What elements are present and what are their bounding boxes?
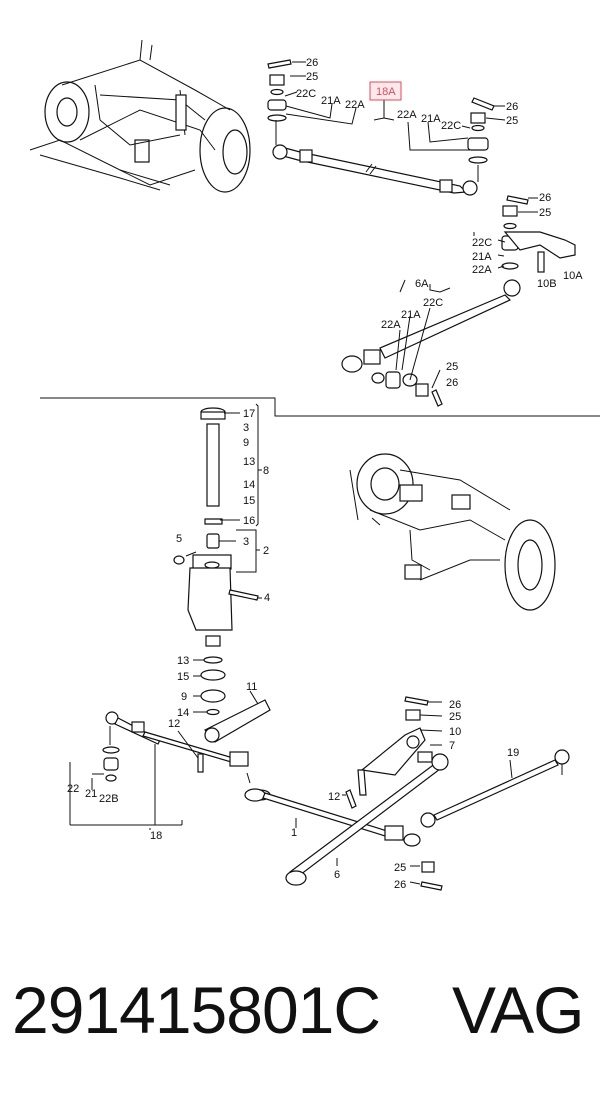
front-axle-sketch xyxy=(29,39,251,193)
label-stack-15: 15 xyxy=(177,671,189,683)
label-link-22b: 22B xyxy=(99,793,119,805)
label-a-left-1: 26 xyxy=(306,57,318,69)
label-link-22: 22 xyxy=(67,783,79,795)
label-link-11: 11 xyxy=(246,681,257,693)
label-a-right-3: 22C xyxy=(441,120,461,132)
label-a-left-2: 25 xyxy=(306,71,318,83)
label-a-left-3: 22C xyxy=(296,88,316,100)
label-col-13: 13 xyxy=(243,456,255,468)
label-b-2: 25 xyxy=(539,207,551,219)
tie-rod-18a-assembly: 26 25 22C 21A 22A 26 25 22C 21A 22A 18A xyxy=(267,57,518,196)
label-col-14: 14 xyxy=(243,479,255,491)
label-a-right-4: 21A xyxy=(421,113,441,125)
label-b-3: 22C xyxy=(472,237,492,249)
part-caption: 291415801C VAG xyxy=(12,972,592,1052)
label-col-4: 4 xyxy=(264,592,270,604)
label-link-1: 1 xyxy=(291,827,297,839)
highlight-box xyxy=(369,81,402,101)
label-b-21a: 21A xyxy=(401,309,421,321)
highlight-label: 18A xyxy=(376,86,396,98)
label-link-12b: 12 xyxy=(328,791,340,803)
label-b-10a: 10A xyxy=(563,270,583,282)
label-b-22c: 22C xyxy=(423,297,443,309)
label-link-10: 10 xyxy=(449,726,461,738)
label-stack-13: 13 xyxy=(177,655,189,667)
label-stack-14: 14 xyxy=(177,707,189,719)
label-stack-9: 9 xyxy=(181,691,187,703)
label-link-26a: 26 xyxy=(449,699,461,711)
label-link-26b: 26 xyxy=(394,879,406,891)
label-link-21: 21 xyxy=(85,788,97,800)
label-link-18: 18 xyxy=(150,830,162,842)
label-a-right-1: 26 xyxy=(506,101,518,113)
part-number: 291415801C xyxy=(12,973,381,1047)
label-col-15: 15 xyxy=(243,495,255,507)
label-col-8: 8 xyxy=(263,465,269,477)
label-col-2: 2 xyxy=(263,545,269,557)
label-link-7: 7 xyxy=(449,740,455,752)
idler-arm-assembly: 26 25 22C 21A 22A 10B 10A 6A 22C 21A 22A… xyxy=(341,192,583,407)
label-a-right-2: 25 xyxy=(506,115,518,127)
label-b-25: 25 xyxy=(446,361,458,373)
label-col-3b: 3 xyxy=(243,536,249,548)
section-divider xyxy=(40,397,600,417)
label-b-5: 22A xyxy=(472,264,492,276)
label-link-6: 6 xyxy=(334,869,340,881)
steering-linkage: 22 21 22B 18 11 12 26 25 10 7 1 12 xyxy=(67,681,570,891)
label-a-right-5: 22A xyxy=(397,109,417,121)
steering-column-parts: 17 3 9 13 14 15 16 8 5 3 2 4 xyxy=(173,403,270,631)
label-b-22a: 22A xyxy=(381,319,401,331)
label-b-6a: 6A xyxy=(415,278,429,290)
label-b-1: 26 xyxy=(539,192,551,204)
label-b-4: 21A xyxy=(472,251,492,263)
label-b-10b: 10B xyxy=(537,278,557,290)
brand-name: VAG xyxy=(452,973,584,1047)
label-link-25b: 25 xyxy=(394,862,406,874)
label-link-19: 19 xyxy=(507,747,519,759)
label-col-16: 16 xyxy=(243,515,255,527)
label-link-25a: 25 xyxy=(449,711,461,723)
rear-view-sketch xyxy=(349,453,556,611)
label-col-3: 3 xyxy=(243,422,249,434)
label-a-left-5: 22A xyxy=(345,99,365,111)
label-link-12a: 12 xyxy=(168,718,180,730)
label-b-26: 26 xyxy=(446,377,458,389)
label-col-9: 9 xyxy=(243,437,249,449)
label-col-17: 17 xyxy=(243,408,255,420)
label-a-left-4: 21A xyxy=(321,95,341,107)
bearing-stack: 13 15 9 14 xyxy=(177,635,226,719)
label-col-5: 5 xyxy=(176,533,182,545)
